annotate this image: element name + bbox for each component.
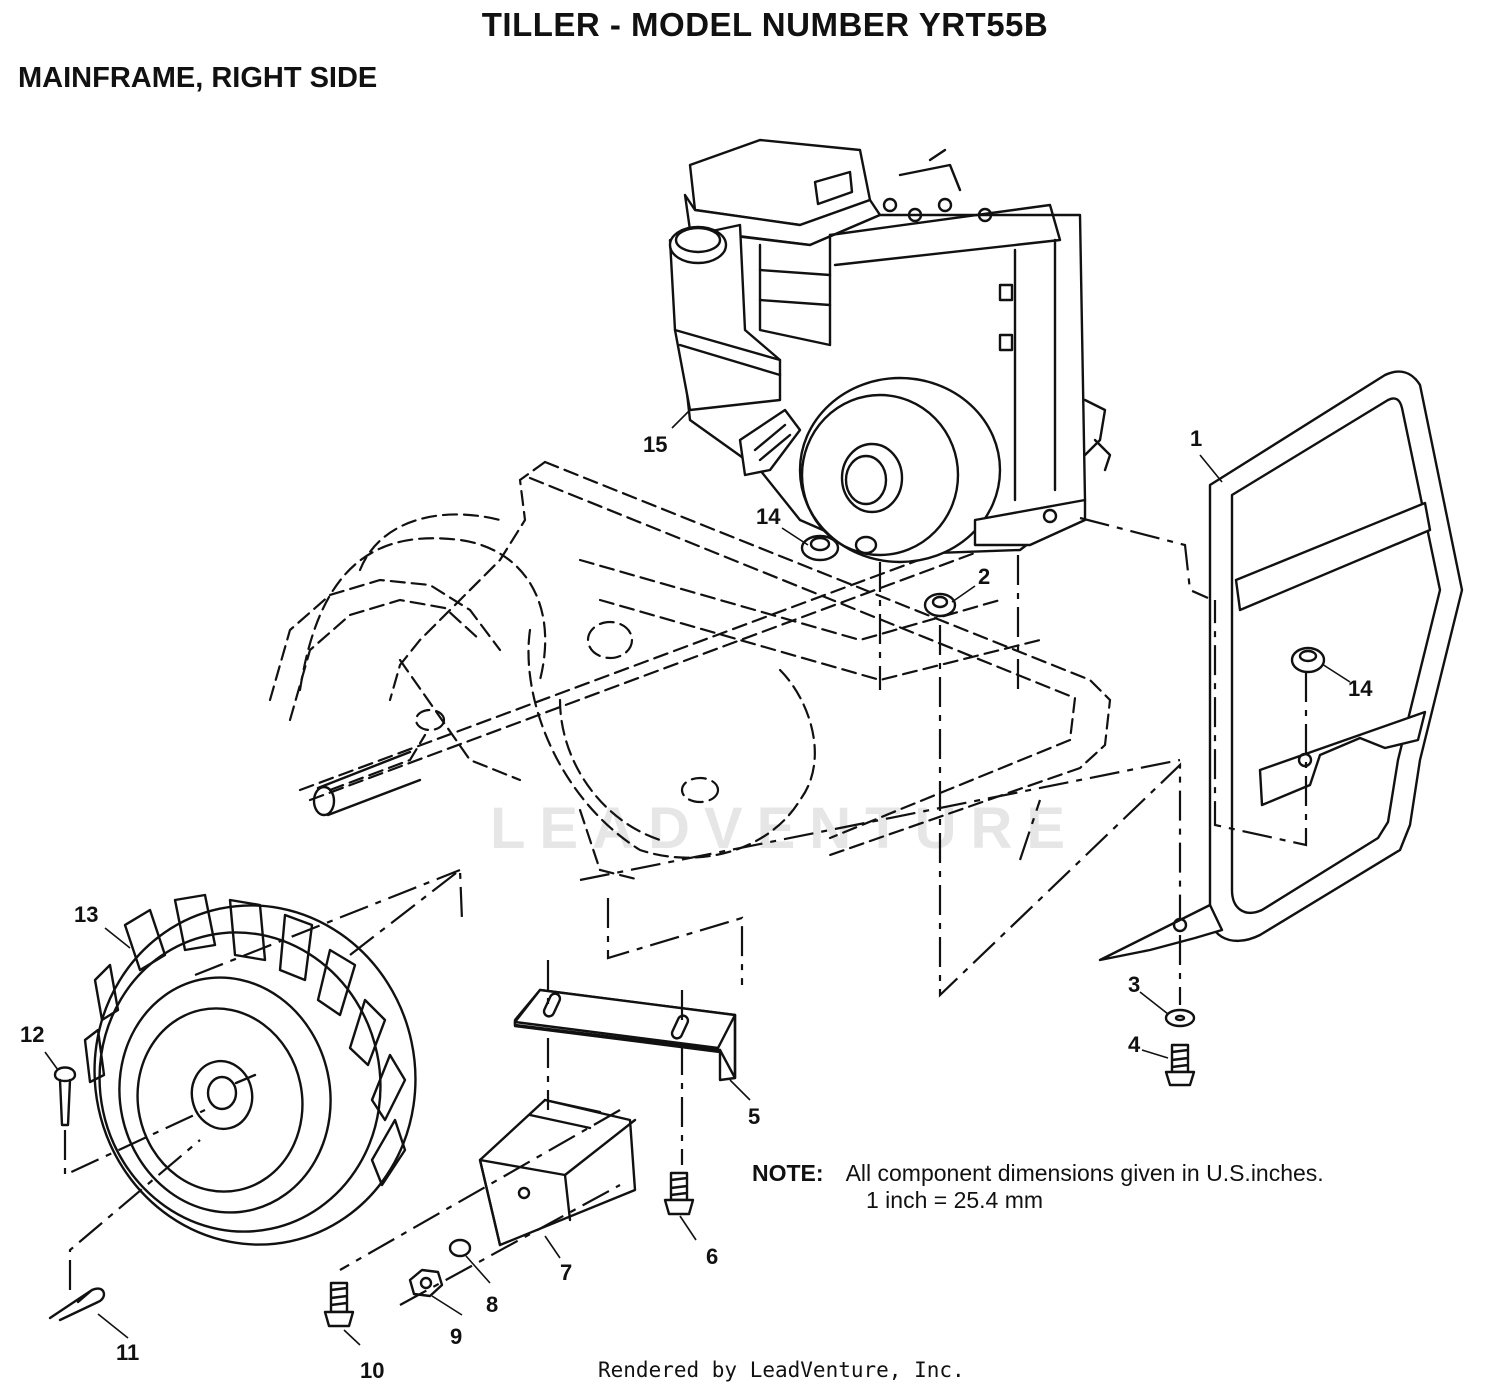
centre-lines (63, 516, 1308, 1306)
callout-8: 8 (486, 1292, 498, 1317)
mainframe-dashed (268, 460, 1112, 882)
page-title: TILLER - MODEL NUMBER YRT55B (481, 6, 1049, 43)
callout-13: 13 (74, 902, 98, 927)
page-subtitle: MAINFRAME, RIGHT SIDE (18, 62, 378, 94)
footer-credit: Rendered by LeadVenture, Inc. (598, 1358, 965, 1382)
note-line2: 1 inch = 25.4 mm (866, 1187, 1044, 1213)
note-label: NOTE: (752, 1160, 824, 1186)
front-guard (1098, 370, 1464, 962)
fasteners (48, 534, 1326, 1328)
callout-7: 7 (560, 1260, 572, 1285)
wheel-tire (83, 893, 417, 1246)
callout-9: 9 (450, 1324, 462, 1349)
note: NOTE: All component dimensions given in U… (752, 1160, 1324, 1214)
callout-6: 6 (706, 1244, 718, 1269)
weight-block (478, 1098, 637, 1247)
callout-14-guard: 14 (1348, 676, 1373, 701)
leader-lines (44, 409, 1351, 1346)
callout-3: 3 (1128, 972, 1140, 997)
engine (668, 138, 1112, 564)
callout-2: 2 (978, 564, 990, 589)
axle-shaft (312, 750, 422, 817)
callout-5: 5 (748, 1104, 760, 1129)
callout-labels: 1 2 3 4 5 6 7 8 9 10 11 12 13 14 14 15 (20, 426, 1373, 1383)
callout-12: 12 (20, 1022, 44, 1047)
callout-1: 1 (1190, 426, 1202, 451)
callout-11: 11 (116, 1340, 139, 1365)
callout-15: 15 (643, 432, 667, 457)
note-line1: All component dimensions given in U.S.in… (845, 1160, 1324, 1186)
callout-14-engine: 14 (756, 504, 781, 529)
bracket (513, 988, 737, 1082)
callout-4: 4 (1128, 1032, 1141, 1057)
callout-10: 10 (360, 1358, 384, 1383)
